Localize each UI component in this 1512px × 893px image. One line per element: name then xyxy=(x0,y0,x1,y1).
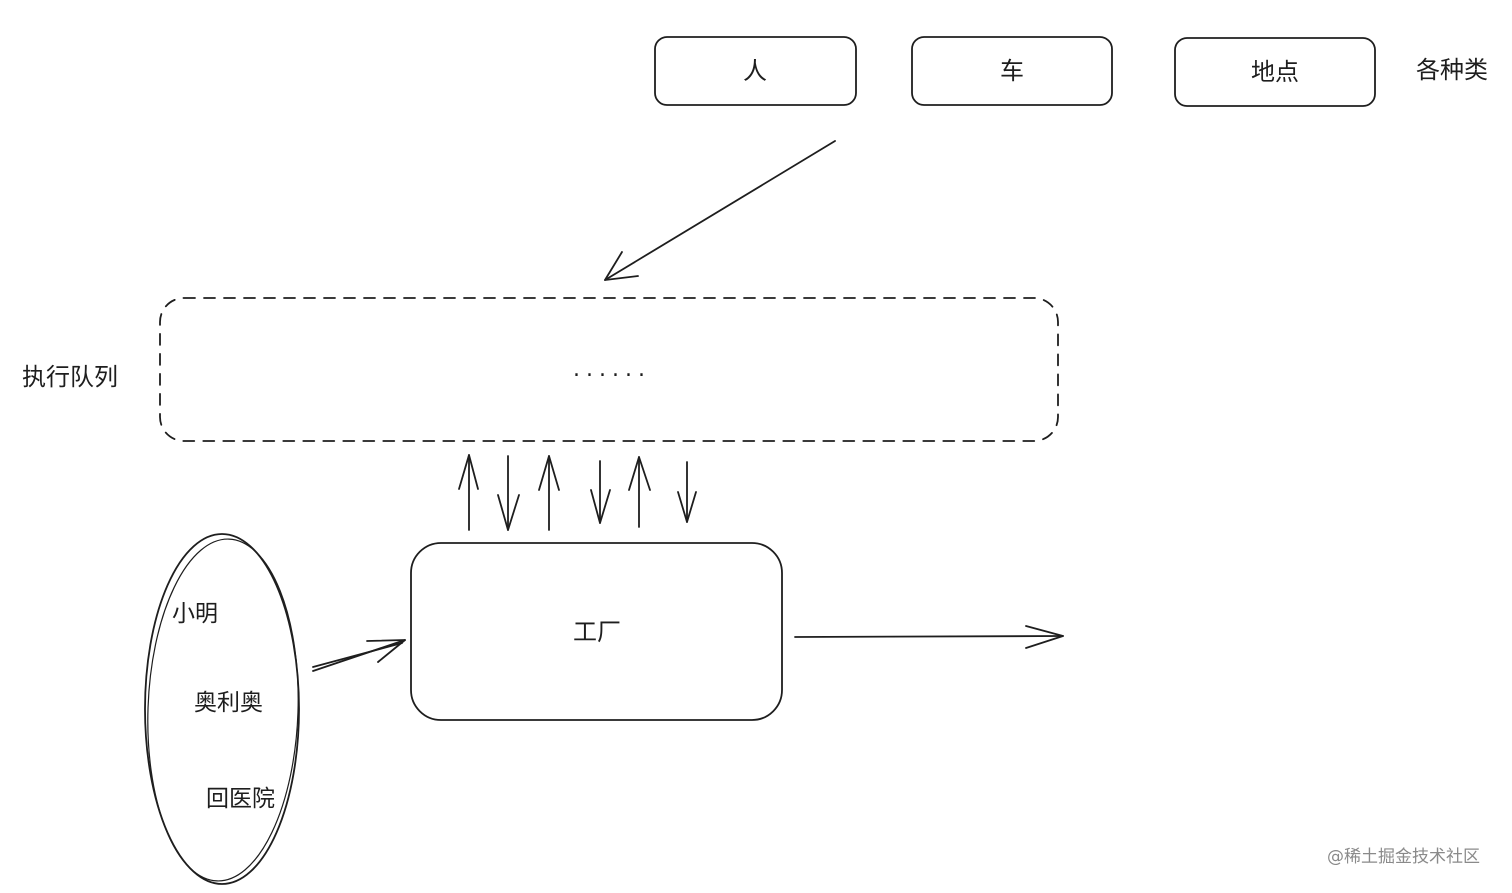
factory-label: 工厂 xyxy=(573,618,621,646)
arrow-up-1 xyxy=(458,454,479,531)
types-caption: 各种类 xyxy=(1416,56,1488,84)
arrow-up-2 xyxy=(538,455,560,531)
arrow-down-2 xyxy=(590,460,611,524)
arrow-factory-output xyxy=(794,625,1064,649)
input-ellipse-sketch xyxy=(147,538,299,882)
type-box-place-label: 地点 xyxy=(1251,58,1299,86)
execution-queue-box xyxy=(159,297,1059,442)
execution-queue-content: ...... xyxy=(573,357,651,382)
arrow-down-3 xyxy=(677,461,697,523)
type-box-person xyxy=(654,36,857,106)
type-box-person-label: 人 xyxy=(743,57,767,85)
factory-box xyxy=(410,542,783,721)
arrow-down-1 xyxy=(497,455,520,531)
arrow-inputs-to-factory xyxy=(312,639,406,672)
arrow-types-to-queue xyxy=(604,140,836,281)
input-ellipse xyxy=(144,533,300,885)
execution-queue-caption: 执行队列 xyxy=(22,363,118,391)
watermark: @稀土掘金技术社区 xyxy=(1327,847,1480,867)
type-box-place xyxy=(1174,37,1376,107)
input-item-xiaoming: 小明 xyxy=(172,601,218,627)
type-box-car-label: 车 xyxy=(1000,57,1024,85)
type-box-car xyxy=(911,36,1113,106)
input-item-hospital: 回医院 xyxy=(206,786,275,812)
input-item-oreo: 奥利奥 xyxy=(194,690,263,716)
arrow-up-3 xyxy=(628,456,651,528)
